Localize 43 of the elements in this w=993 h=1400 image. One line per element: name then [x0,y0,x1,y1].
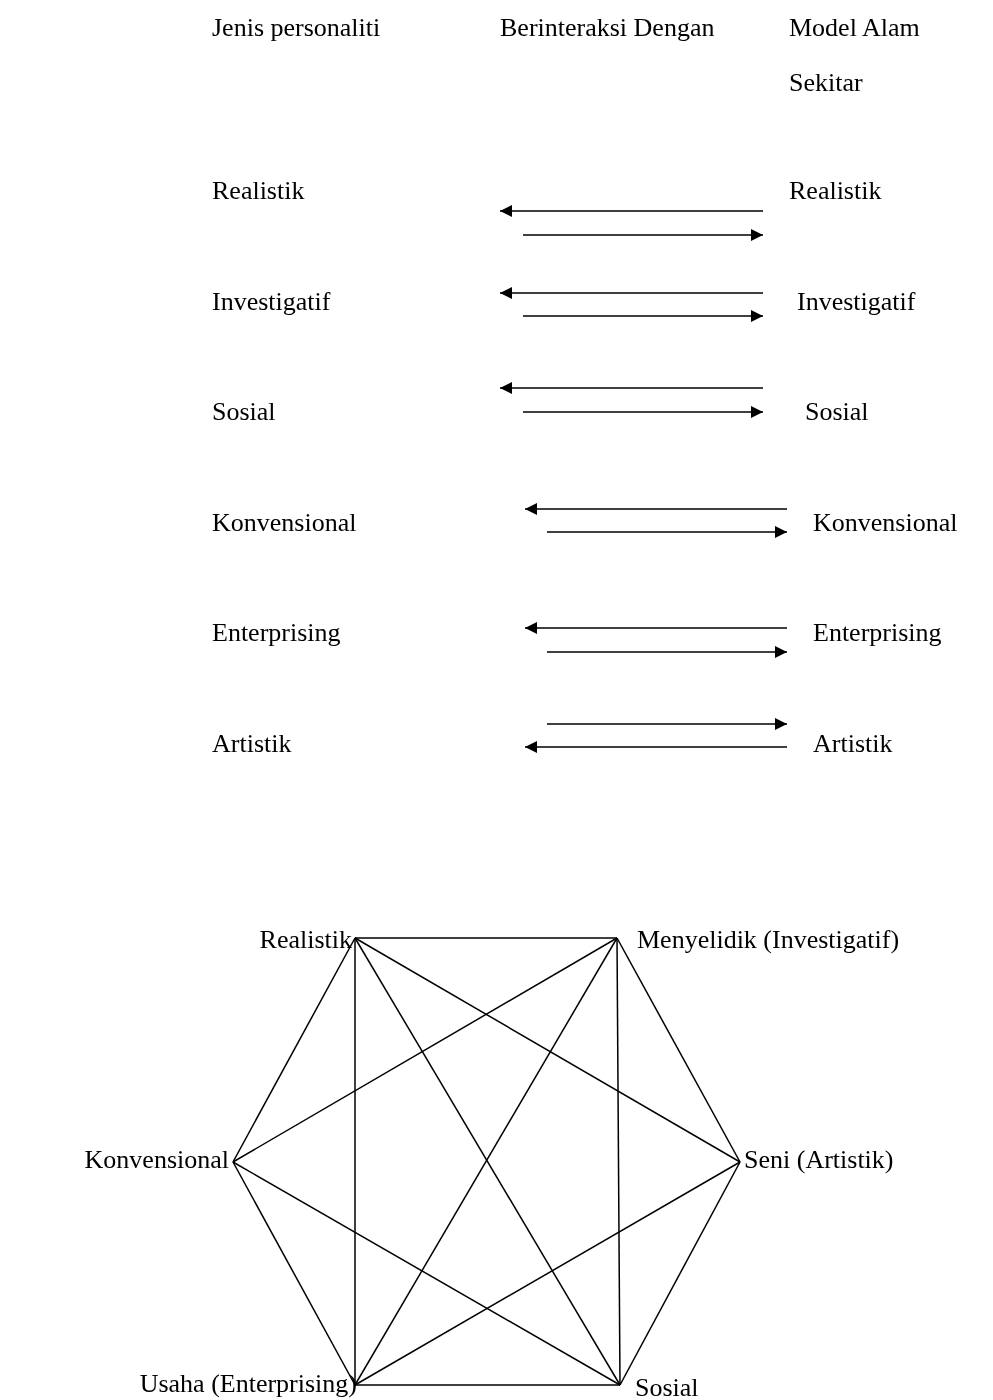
arrow [499,205,764,217]
personality-type-label: Investigatif [212,286,331,318]
column-heading: Berinteraksi Dengan [500,12,715,44]
connecting-line [232,937,618,1163]
personality-type-label: Sosial [805,396,869,428]
personality-type-label: Konvensional [813,507,958,539]
connecting-line [619,1161,741,1386]
arrow [524,622,788,634]
connecting-line [354,937,741,1163]
personality-type-label: Realistik [789,175,882,207]
arrow [524,503,788,515]
connecting-line [616,937,621,1386]
personality-type-label: Enterprising [212,617,341,649]
connecting-line [616,937,741,1163]
personality-type-label: Realistik [212,175,305,207]
vertex-label: Sosial [620,1372,699,1400]
personality-type-label: Sosial [212,396,276,428]
connecting-line [354,1384,621,1386]
personality-type-label: Artistik [212,728,292,760]
personality-type-label: Investigatif [797,286,916,318]
vertex-label: Menyelidik (Investigatif) [637,924,900,956]
arrow [524,741,788,753]
arrow [546,646,788,658]
personality-type-label: Enterprising [813,617,942,649]
connecting-line [232,1161,621,1386]
vertex-label: Seni (Artistik) [744,1144,894,1176]
arrow [499,382,764,394]
arrow [499,287,764,299]
vertex-label: Usaha (Enterprising) [139,1368,357,1400]
connecting-line [354,1161,741,1386]
vertex-label: Konvensional [84,1144,229,1176]
personality-type-label: Artistik [813,728,893,760]
personality-type-label: Konvensional [212,507,357,539]
arrow [546,718,788,730]
arrow [522,406,764,418]
column-heading: Jenis personaliti [212,12,381,44]
arrow [546,526,788,538]
connecting-line [232,937,356,1163]
connecting-line [354,937,618,939]
arrow [522,310,764,322]
vertex-label: Realistik [259,924,352,956]
arrow [522,229,764,241]
column-heading: Model Alam Sekitar [789,12,921,99]
